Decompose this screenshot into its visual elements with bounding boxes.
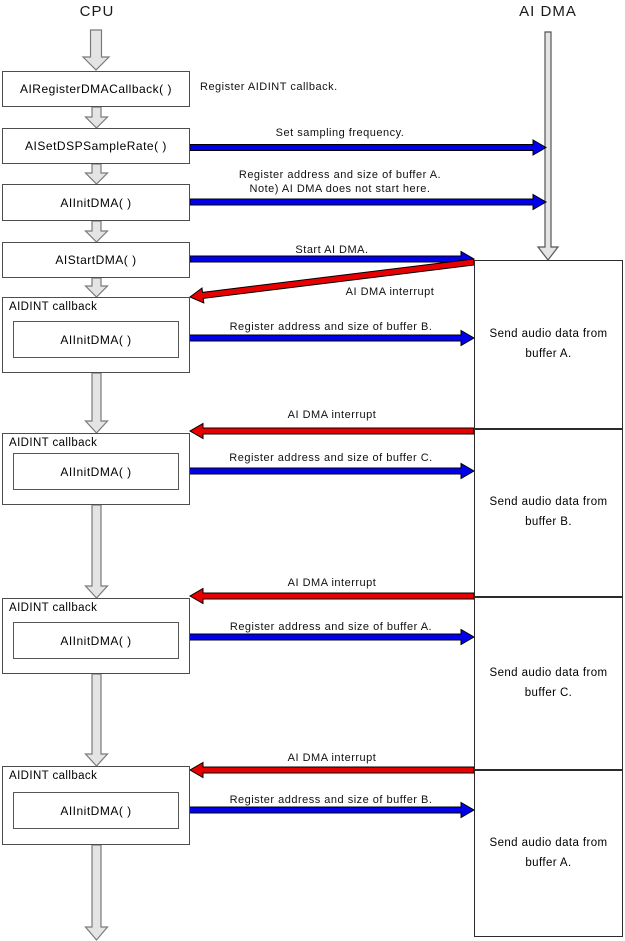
dma-activity-buffer: buffer B. (525, 516, 572, 528)
callback-fn-box: AIInitDMA( ) (13, 453, 179, 490)
callback-fn-box: AIInitDMA( ) (13, 622, 179, 659)
cpu-flow-down-arrow-icon (81, 29, 111, 941)
note-start-dma: Start AI DMA. (295, 244, 369, 256)
dma-activity-text: Send audio data from (489, 836, 608, 849)
callback-box-2: AIDINT callback AIInitDMA( ) (2, 433, 190, 505)
note-register-callback: Register AIDINT callback. (200, 81, 338, 93)
note-register-buffer-a-note: Note) AI DMA does not start here. (249, 183, 431, 195)
fn-box-airegisterdmacallback: AIRegisterDMACallback( ) (2, 71, 190, 107)
dma-activity-buffer-b: Send audio data from buffer B. (474, 429, 623, 597)
note-dma-interrupt-3: AI DMA interrupt (287, 577, 377, 589)
fn-box-aiinitdma: AIInitDMA( ) (2, 184, 190, 221)
dma-activity-buffer-a: Send audio data from buffer A. (474, 260, 623, 429)
callback-title: AIDINT callback (9, 301, 98, 313)
fn-box-aisetdspsamplerate: AISetDSPSampleRate( ) (2, 128, 190, 164)
note-register-buffer-a: Register address and size of buffer A. (238, 169, 442, 181)
dma-activity-buffer-a2: Send audio data from buffer A. (474, 770, 623, 937)
note-register-buffer-b: Register address and size of buffer B. (229, 321, 433, 333)
red-interrupt-arrows-icon (188, 258, 475, 779)
ai-dma-lifeline-arrow-icon (536, 31, 560, 261)
note-dma-interrupt-4: AI DMA interrupt (287, 752, 377, 764)
note-set-sampling: Set sampling frequency. (275, 127, 405, 139)
callback-title: AIDINT callback (9, 437, 98, 449)
note-register-buffer-a-2: Register address and size of buffer A. (229, 621, 433, 633)
fn-box-aistartdma: AIStartDMA( ) (2, 242, 190, 278)
dma-activity-buffer-c: Send audio data from buffer C. (474, 597, 623, 770)
lane-title-cpu: CPU (79, 3, 115, 20)
callback-box-4: AIDINT callback AIInitDMA( ) (2, 766, 190, 845)
dma-activity-text: Send audio data from (489, 496, 608, 509)
callback-fn-box: AIInitDMA( ) (13, 321, 179, 358)
note-register-buffer-c: Register address and size of buffer C. (229, 452, 433, 464)
callback-title: AIDINT callback (9, 770, 98, 782)
note-dma-interrupt-1: AI DMA interrupt (345, 286, 435, 298)
dma-activity-text: Send audio data from (489, 327, 608, 340)
note-register-buffer-b-2: Register address and size of buffer B. (229, 794, 433, 806)
dma-activity-buffer: buffer C. (524, 686, 573, 699)
lane-title-ai-dma: AI DMA (519, 3, 577, 20)
note-dma-interrupt-2: AI DMA interrupt (287, 409, 377, 421)
callback-title: AIDINT callback (9, 602, 98, 614)
dma-activity-buffer: buffer A. (525, 856, 572, 869)
callback-fn-box: AIInitDMA( ) (13, 792, 179, 829)
callback-box-1: AIDINT callback AIInitDMA( ) (2, 297, 190, 373)
callback-box-3: AIDINT callback AIInitDMA( ) (2, 598, 190, 674)
dma-activity-text: Send audio data from (489, 666, 608, 679)
dma-activity-buffer: buffer A. (525, 347, 572, 360)
